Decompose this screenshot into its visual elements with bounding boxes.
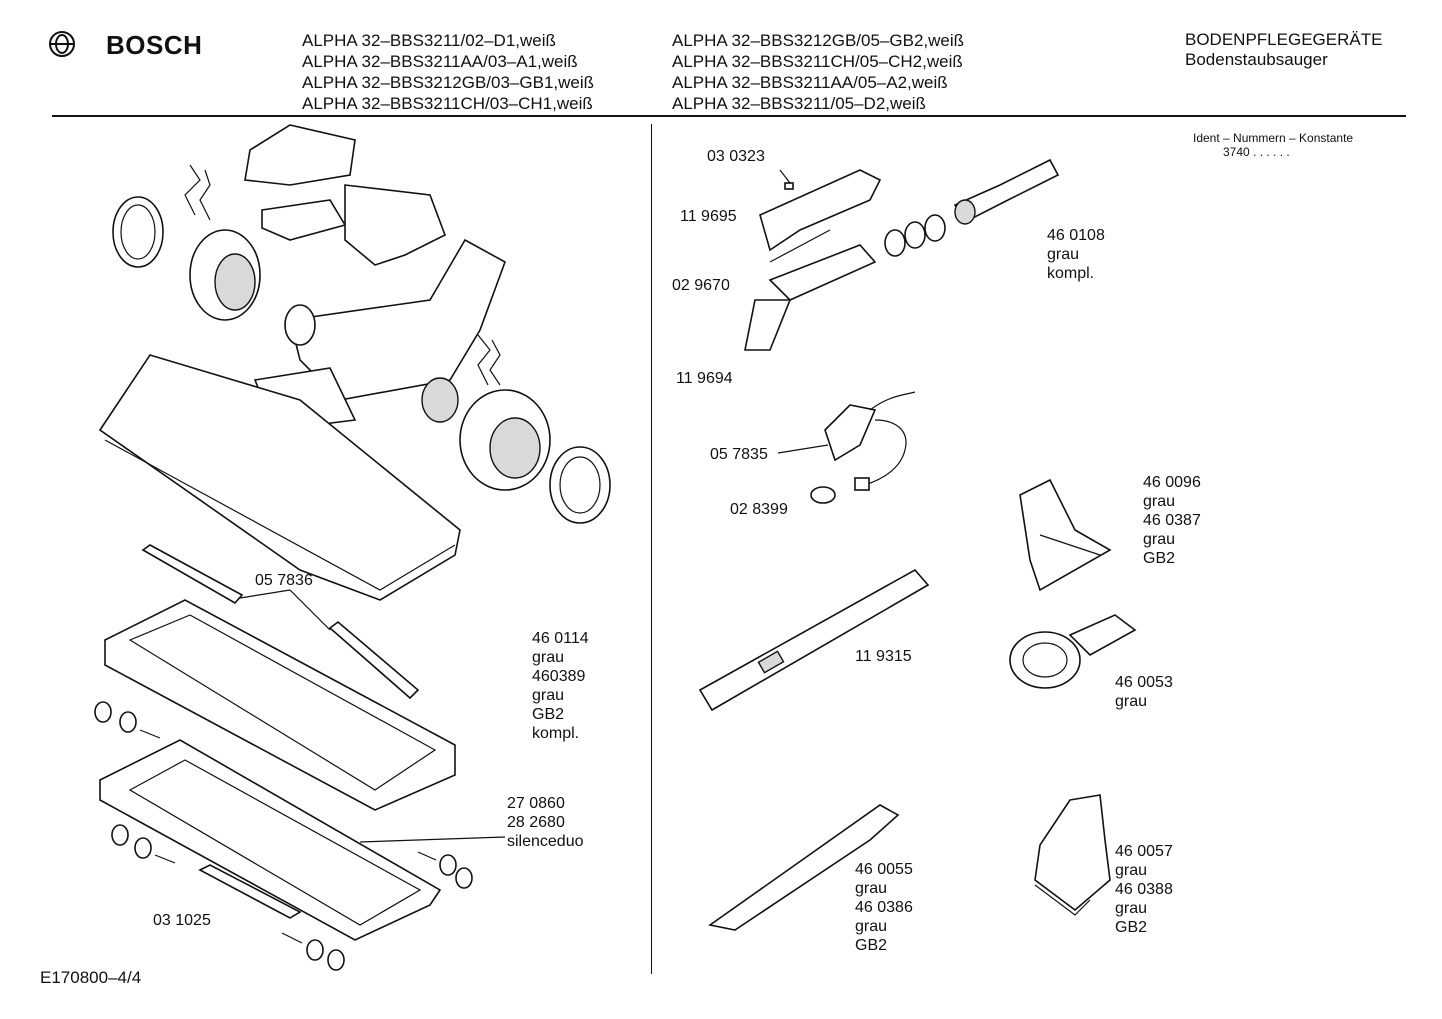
label-line: 27 0860 — [507, 795, 565, 812]
hose-fitting-part — [777, 391, 916, 504]
furniture-brush-part — [1034, 794, 1111, 916]
footer-code: E170800–4/4 — [40, 968, 142, 987]
label-460096: 46 0096 grau 46 0387 grau GB2 — [1143, 473, 1201, 568]
handle-part — [744, 169, 882, 351]
label-460108: 46 0108 grau kompl. — [1047, 226, 1105, 283]
label-line: 46 0108 — [1047, 227, 1105, 244]
brush-strip-left-part — [141, 544, 244, 605]
model-list-1: ALPHA 32–BBS3211/02–D1,weiß ALPHA 32–BBS… — [302, 30, 594, 114]
label-line: grau — [532, 649, 565, 666]
label-460057: 46 0057 grau 46 0388 grau GB2 — [1115, 842, 1173, 937]
label-028399: 02 8399 — [730, 501, 788, 518]
felt-strip-part — [198, 864, 302, 919]
label-line: grau — [855, 918, 888, 935]
label-line: 46 0387 — [1143, 512, 1201, 529]
crevice-tool-part — [708, 804, 900, 931]
label-119694: 11 9694 — [676, 370, 733, 387]
label-line: 28 2680 — [507, 814, 565, 831]
ident-title: Ident – Nummern – Konstante — [1193, 131, 1354, 145]
label-line: grau — [855, 880, 888, 897]
label-270860: 27 0860 28 2680 silenceduo — [507, 794, 584, 851]
label-line: 46 0057 — [1115, 843, 1173, 860]
label-057836: 05 7836 — [255, 572, 313, 589]
label-line: grau — [1047, 246, 1080, 263]
label-line: GB2 — [1143, 550, 1176, 567]
label-line: grau — [1115, 900, 1148, 917]
sole-plate-upper-part — [104, 599, 456, 811]
clip-left-part — [184, 164, 211, 221]
small-wheels-part — [94, 701, 473, 971]
label-line: grau — [1115, 693, 1148, 710]
model-item: ALPHA 32–BBS3211AA/03–A1,weiß — [302, 52, 578, 71]
center-divider — [651, 124, 652, 974]
category-block: BODENPFLEGEGERÄTE Bodenstaubsauger — [1185, 30, 1382, 70]
label-460114: 46 0114 grau 460389 grau GB2 kompl. — [532, 629, 589, 743]
brand-name: BOSCH — [106, 30, 203, 60]
category-title: BODENPFLEGEGERÄTE — [1185, 30, 1383, 49]
label-line: 46 0386 — [855, 899, 913, 916]
model-item: ALPHA 32–BBS3211CH/05–CH2,weiß — [672, 52, 963, 71]
header-rule — [52, 115, 1406, 117]
model-list-2: ALPHA 32–BBS3212GB/05–GB2,weiß ALPHA 32–… — [672, 30, 964, 114]
upholstery-nozzle-part — [1019, 478, 1112, 592]
label-line: 46 0096 — [1143, 474, 1201, 491]
label-line: grau — [1115, 862, 1148, 879]
hose-connector-part — [884, 158, 1060, 257]
label-line: 46 0053 — [1115, 674, 1173, 691]
model-item: ALPHA 32–BBS3211CH/03–CH1,weiß — [302, 94, 593, 113]
dusting-brush-part — [1009, 614, 1137, 689]
label-line: 46 0055 — [855, 861, 913, 878]
telescopic-tube-part — [698, 568, 930, 712]
label-030323: 03 0323 — [707, 148, 765, 165]
label-line: kompl. — [532, 725, 580, 742]
label-line: 46 0388 — [1115, 881, 1173, 898]
label-line: kompl. — [1047, 265, 1095, 282]
category-subtitle: Bodenstaubsauger — [1185, 50, 1328, 69]
brush-strip-right-part — [328, 620, 420, 700]
label-119315: 11 9315 — [855, 648, 912, 665]
model-item: ALPHA 32–BBS3212GB/05–GB2,weiß — [672, 31, 965, 50]
label-line: grau — [1143, 493, 1176, 510]
label-line: silenceduo — [507, 833, 584, 850]
bosch-logo-icon — [49, 31, 75, 57]
label-029670: 02 9670 — [672, 277, 730, 294]
label-line: grau — [532, 687, 565, 704]
ident-block: Ident – Nummern – Konstante 3740 . . . .… — [1193, 131, 1353, 159]
label-460055: 46 0055 grau 46 0386 grau GB2 — [855, 860, 913, 955]
seal-ring-part — [810, 486, 836, 504]
label-119695: 11 9695 — [680, 208, 737, 225]
model-item: ALPHA 32–BBS3211/05–D2,weiß — [672, 94, 926, 113]
label-line: 46 0114 — [532, 630, 589, 647]
model-item: ALPHA 32–BBS3211/02–D1,weiß — [302, 31, 556, 50]
label-line: grau — [1143, 531, 1176, 548]
label-460053: 46 0053 grau — [1115, 673, 1173, 711]
label-line: GB2 — [1115, 919, 1148, 936]
ident-value: 3740 . . . . . . — [1223, 145, 1290, 159]
clip-right-part — [477, 334, 501, 386]
label-line: 460389 — [532, 668, 586, 685]
model-item: ALPHA 32–BBS3212GB/03–GB1,weiß — [302, 73, 595, 92]
label-031025: 03 1025 — [153, 912, 211, 929]
ring-right-part — [549, 446, 611, 524]
label-line: GB2 — [855, 937, 888, 954]
label-057835: 05 7835 — [710, 446, 768, 463]
nozzle-cover-part — [244, 124, 447, 266]
label-line: GB2 — [532, 706, 565, 723]
model-item: ALPHA 32–BBS3211AA/05–A2,weiß — [672, 73, 948, 92]
sole-plate-lower-part — [99, 739, 442, 941]
nozzle-base-plate-part — [98, 354, 461, 601]
